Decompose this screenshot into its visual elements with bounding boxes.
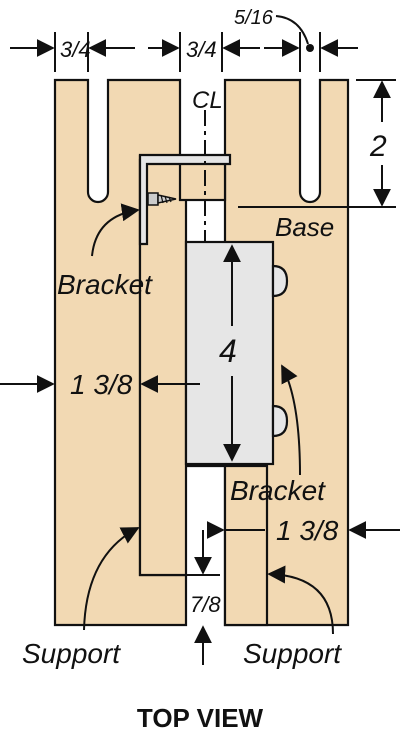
dim-top-mid: 3/4 — [186, 37, 217, 62]
screw-icon — [147, 192, 177, 206]
centerline-symbol: CL — [192, 87, 223, 114]
dim-bracket-height: 4 — [219, 333, 237, 369]
dim-left-width: 1 3/8 — [70, 369, 133, 400]
dim-right-width: 1 3/8 — [276, 515, 339, 546]
dim-bottom-gap: 7/8 — [190, 592, 221, 617]
angle-bracket — [138, 153, 232, 246]
label-bracket-left: Bracket — [57, 269, 153, 300]
diagram-title: TOP VIEW — [137, 703, 264, 733]
center-block — [178, 158, 227, 202]
label-support-left: Support — [22, 638, 121, 669]
dim-top-right: 5/16 — [234, 7, 274, 29]
label-base: Base — [275, 212, 334, 242]
bracket-plate — [184, 240, 275, 466]
label-bracket-right: Bracket — [230, 475, 326, 506]
bracket-knob-lower — [271, 404, 289, 438]
dim-top-left: 3/4 — [60, 37, 91, 62]
label-support-right: Support — [243, 638, 342, 669]
dim-right-height: 2 — [369, 130, 387, 163]
dim-dot — [306, 44, 314, 52]
bracket-knob-upper — [271, 264, 289, 298]
